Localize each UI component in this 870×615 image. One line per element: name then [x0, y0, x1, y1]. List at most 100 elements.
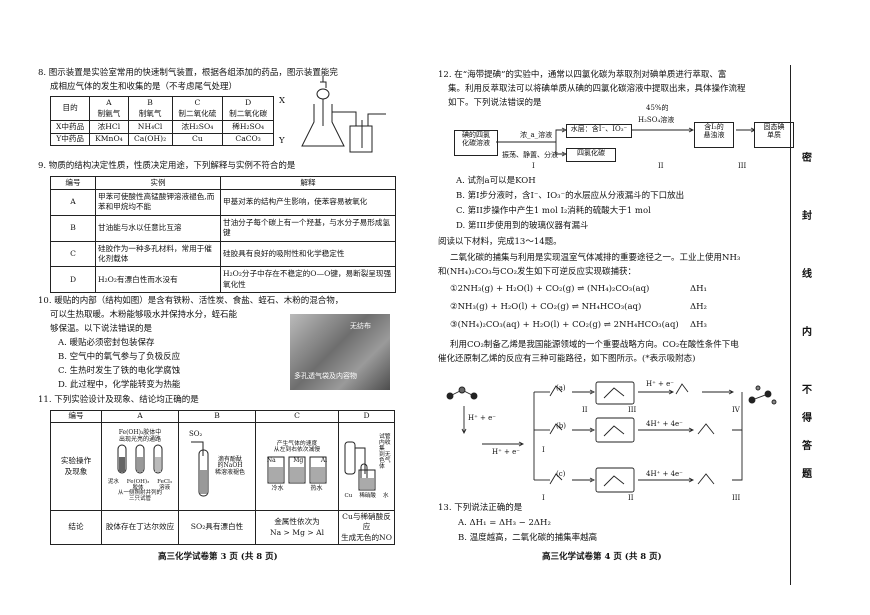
q11-d-top: 试管内收集 到无色气体 — [379, 433, 391, 471]
q12-option-c: C. 第II步操作中产生1 mol I₂消耗的硫酸大于1 mol — [456, 206, 651, 216]
reaction-eq-2: ②NH₃(g) + H₂O(l) + CO₂(g) ⇌ NH₄HCO₃(aq) — [450, 302, 642, 312]
q9-cell: C — [50, 240, 96, 268]
seal-line — [790, 65, 791, 585]
gas-collection-apparatus-icon — [344, 441, 376, 491]
q11-a-label: Fe(OH)₃ 胶体 — [126, 479, 150, 491]
stage-numeral: I — [542, 446, 545, 454]
q11-b-label: 滴有酚酞 的NaOH 稀溶液褪色 — [214, 455, 245, 476]
q11-cell-d: 试管内收集 到无色气体 Cu 稀硝酸 水 — [338, 422, 395, 511]
q9-cell: B — [50, 214, 96, 242]
q8-cell: 浓HCl — [89, 120, 129, 134]
q8-cell: CaCO₃ — [222, 132, 274, 146]
hand-warmer-structure-photo: 多孔透气袋及内容物 无纺布 — [290, 314, 390, 390]
q8-label-y: Y — [279, 136, 285, 146]
q11-c-label: Mg — [293, 457, 304, 465]
q11-d-label: 稀硝酸 — [359, 492, 376, 499]
q8-head-cell: C 制二氧化硫 — [171, 96, 224, 121]
q11-b-gas: SO₂ — [188, 430, 203, 439]
seal-char: 得 — [802, 413, 812, 424]
q9-cell: D — [50, 266, 96, 293]
flow-acid-percent: 45%的 — [646, 104, 669, 112]
q9-cell: 硅胶具有良好的吸附性和化学稳定性 — [220, 240, 396, 268]
q8-cell: 浓H₂SO₄ — [171, 120, 224, 134]
q11-a-label: 泥水 — [107, 479, 119, 486]
q11-a-label: FeCl₃ 溶液 — [157, 479, 173, 491]
q8-cell: Cu — [171, 132, 224, 146]
q9-head-cell: 编号 — [50, 176, 96, 190]
q11-c-water: 热水 — [310, 485, 323, 493]
flow-box-suspension: 含I₂的 悬浊液 — [694, 122, 734, 148]
q10-option-b: B. 空气中的氧气参与了负极反应 — [58, 352, 181, 362]
q11-conclusion: 胶体存在丁达尔效应 — [101, 510, 179, 545]
flow-box-iodine-ccl4: 碘的四氯 化碳溶液 — [454, 130, 498, 156]
reading-p2-line1: 利用CO₂制备乙烯是我国能源领域的一个重要战略方向。CO₂在酸性条件下电 — [450, 340, 739, 350]
reaction-eq-3: ③(NH₄)₂CO₃(aq) + H₂O(l) + CO₂(g) ⇌ 2NH₄H… — [450, 320, 679, 330]
q8-table: 目的 A 制氨气 B 制氧气 C 制二氧化硫 D 制二氧化碳 X中药品 浓HCl… — [49, 96, 274, 146]
mechanism-lines — [446, 381, 777, 493]
q9-head-cell: 实例 — [95, 176, 221, 190]
step-h-e-label: H⁺ + e⁻ — [492, 448, 520, 456]
q10-line1: 10. 暖贴的内部（结构如图）是含有铁粉、活性炭、食盐、蛭石、木粉的混合物， — [38, 296, 344, 306]
q11-a-top: Fe(OH)₃胶体中 出现光亮的通路 — [118, 429, 162, 443]
path-c-label: (c) — [556, 470, 566, 478]
q8-head-cell: A 制氨气 — [89, 96, 129, 121]
q8-stem-line1: 8. 图示装置是实验室常用的快速制气装置，根据各组添加的药品，图示装置能完 — [38, 68, 338, 78]
photo-caption: 多孔透气袋及内容物 — [294, 372, 357, 380]
exam-page-4: 12. 在“海带提碘”的实验中，通常以四氯化碳为萃取剂对碘单质进行萃取、富 集。… — [432, 0, 870, 615]
q11-cell-c: 产生气体的速度 从左到右依次减慢 Na Mg Al 冷水 热水 — [255, 422, 339, 511]
flow-stage-label: III — [738, 162, 747, 170]
q10-option-c: C. 生热时发生了铁的电化学腐蚀 — [58, 366, 181, 376]
stage-numeral: II — [582, 406, 588, 414]
q8-cell: KMnO₄ — [89, 132, 129, 146]
q11-c-label: Al — [320, 457, 328, 465]
q9-stem: 9. 物质的结构决定性质，性质决定用途，下列解释与实例不符合的是 — [38, 161, 296, 171]
flow-acid: H₂SO₄溶液 — [638, 116, 675, 124]
photo-caption-2: 无纺布 — [350, 322, 371, 330]
reading-intro: 阅读以下材料，完成13～14题。 — [438, 237, 562, 247]
flow-box-aqueous: 水层：含I⁻、IO₃⁻ — [566, 124, 632, 138]
q8-label-x: X — [279, 96, 286, 106]
test-tube-icon — [190, 441, 209, 497]
q9-cell: 甲苯可使酸性高锰酸钾溶液褪色,而苯和甲烷均不能 — [95, 189, 221, 216]
q13-stem: 13. 下列说法正确的是 — [438, 503, 523, 513]
q10-option-a: A. 暖贴必须密封包装保存 — [58, 338, 155, 348]
q8-head-cell: 目的 — [49, 96, 91, 121]
q8-apparatus-diagram — [301, 76, 386, 153]
stage-numeral: III — [732, 494, 741, 502]
q10-line3: 够保温。以下说法错误的是 — [50, 324, 153, 334]
q8-note: （不考虑尾气处理） — [160, 82, 238, 92]
seal-char: 封 — [802, 211, 812, 222]
flow-box-ccl4: 四氯化碳 — [566, 148, 616, 162]
q12-line1: 12. 在“海带提碘”的实验中，通常以四氯化碳为萃取剂对碘单质进行萃取、富 — [438, 70, 727, 80]
exam-page-3: 8. 图示装置是实验室常用的快速制气装置，根据各组添加的药品，图示装置能完 成相… — [0, 0, 432, 615]
q9-cell: 硅胶作为一种多孔材料，常用于催化剂载体 — [95, 240, 221, 268]
q11-stem: 11. 下列实验设计及现象、结论均正确的是 — [38, 395, 199, 405]
q11-head-cell: 编号 — [50, 410, 102, 423]
stage-numeral: III — [628, 406, 637, 414]
q8-cell: NH₄Cl — [127, 120, 173, 134]
stage-numeral: IV — [732, 406, 740, 414]
seal-char: 答 — [802, 441, 812, 452]
q11-c-label: Na — [266, 457, 276, 465]
q11-head-cell: D — [338, 410, 395, 423]
q11-head-cell: B — [178, 410, 256, 423]
q11-conclusion-label: 结论 — [50, 510, 102, 545]
seal-char: 内 — [802, 327, 812, 338]
q11-table: 编号 A B C D 实验操作 及现象 Fe(OH)₃胶体中 出现光亮的通路 泥… — [50, 410, 395, 545]
q9-cell: 甘油能与水以任意比互溶 — [95, 214, 221, 242]
q11-a-bottom: 从一侧照射并列的 三只试管 — [117, 490, 162, 502]
step-4h-label: 4H⁺ + 4e⁻ — [646, 470, 683, 478]
q11-cell-a: Fe(OH)₃胶体中 出现光亮的通路 泥水 Fe(OH)₃ 胶体 FeCl₃ 溶… — [101, 422, 179, 511]
q9-cell: H₂O₂分子中存在不稳定的O—O键，易断裂呈现强氧化性 — [220, 266, 396, 293]
seal-char: 不 — [802, 385, 812, 396]
flow-box-solid-iodine: 固态碘 单质 — [754, 122, 794, 148]
reaction-dh-2: ΔH₂ — [690, 302, 707, 312]
q9-cell: 甘油分子每个碳上有一个羟基，与水分子易形成氢键 — [220, 214, 396, 242]
q11-c-top: 产生气体的速度 从左到右依次减慢 — [273, 440, 321, 453]
q12-option-d: D. 第III步使用到的玻璃仪器有漏斗 — [456, 221, 589, 231]
q10-option-d: D. 此过程中，化学能转变为热能 — [58, 380, 181, 390]
path-a-label: (a) — [556, 384, 566, 392]
q11-conclusion: Cu与稀硝酸反应 生成无色的NO — [338, 510, 395, 545]
q8-head-cell: D 制二氧化碳 — [222, 96, 274, 121]
q12-line2: 集。利用反萃取法可以将碘单质从碘的四氯化碳溶液中提取出来，具体操作流程 — [448, 84, 746, 94]
